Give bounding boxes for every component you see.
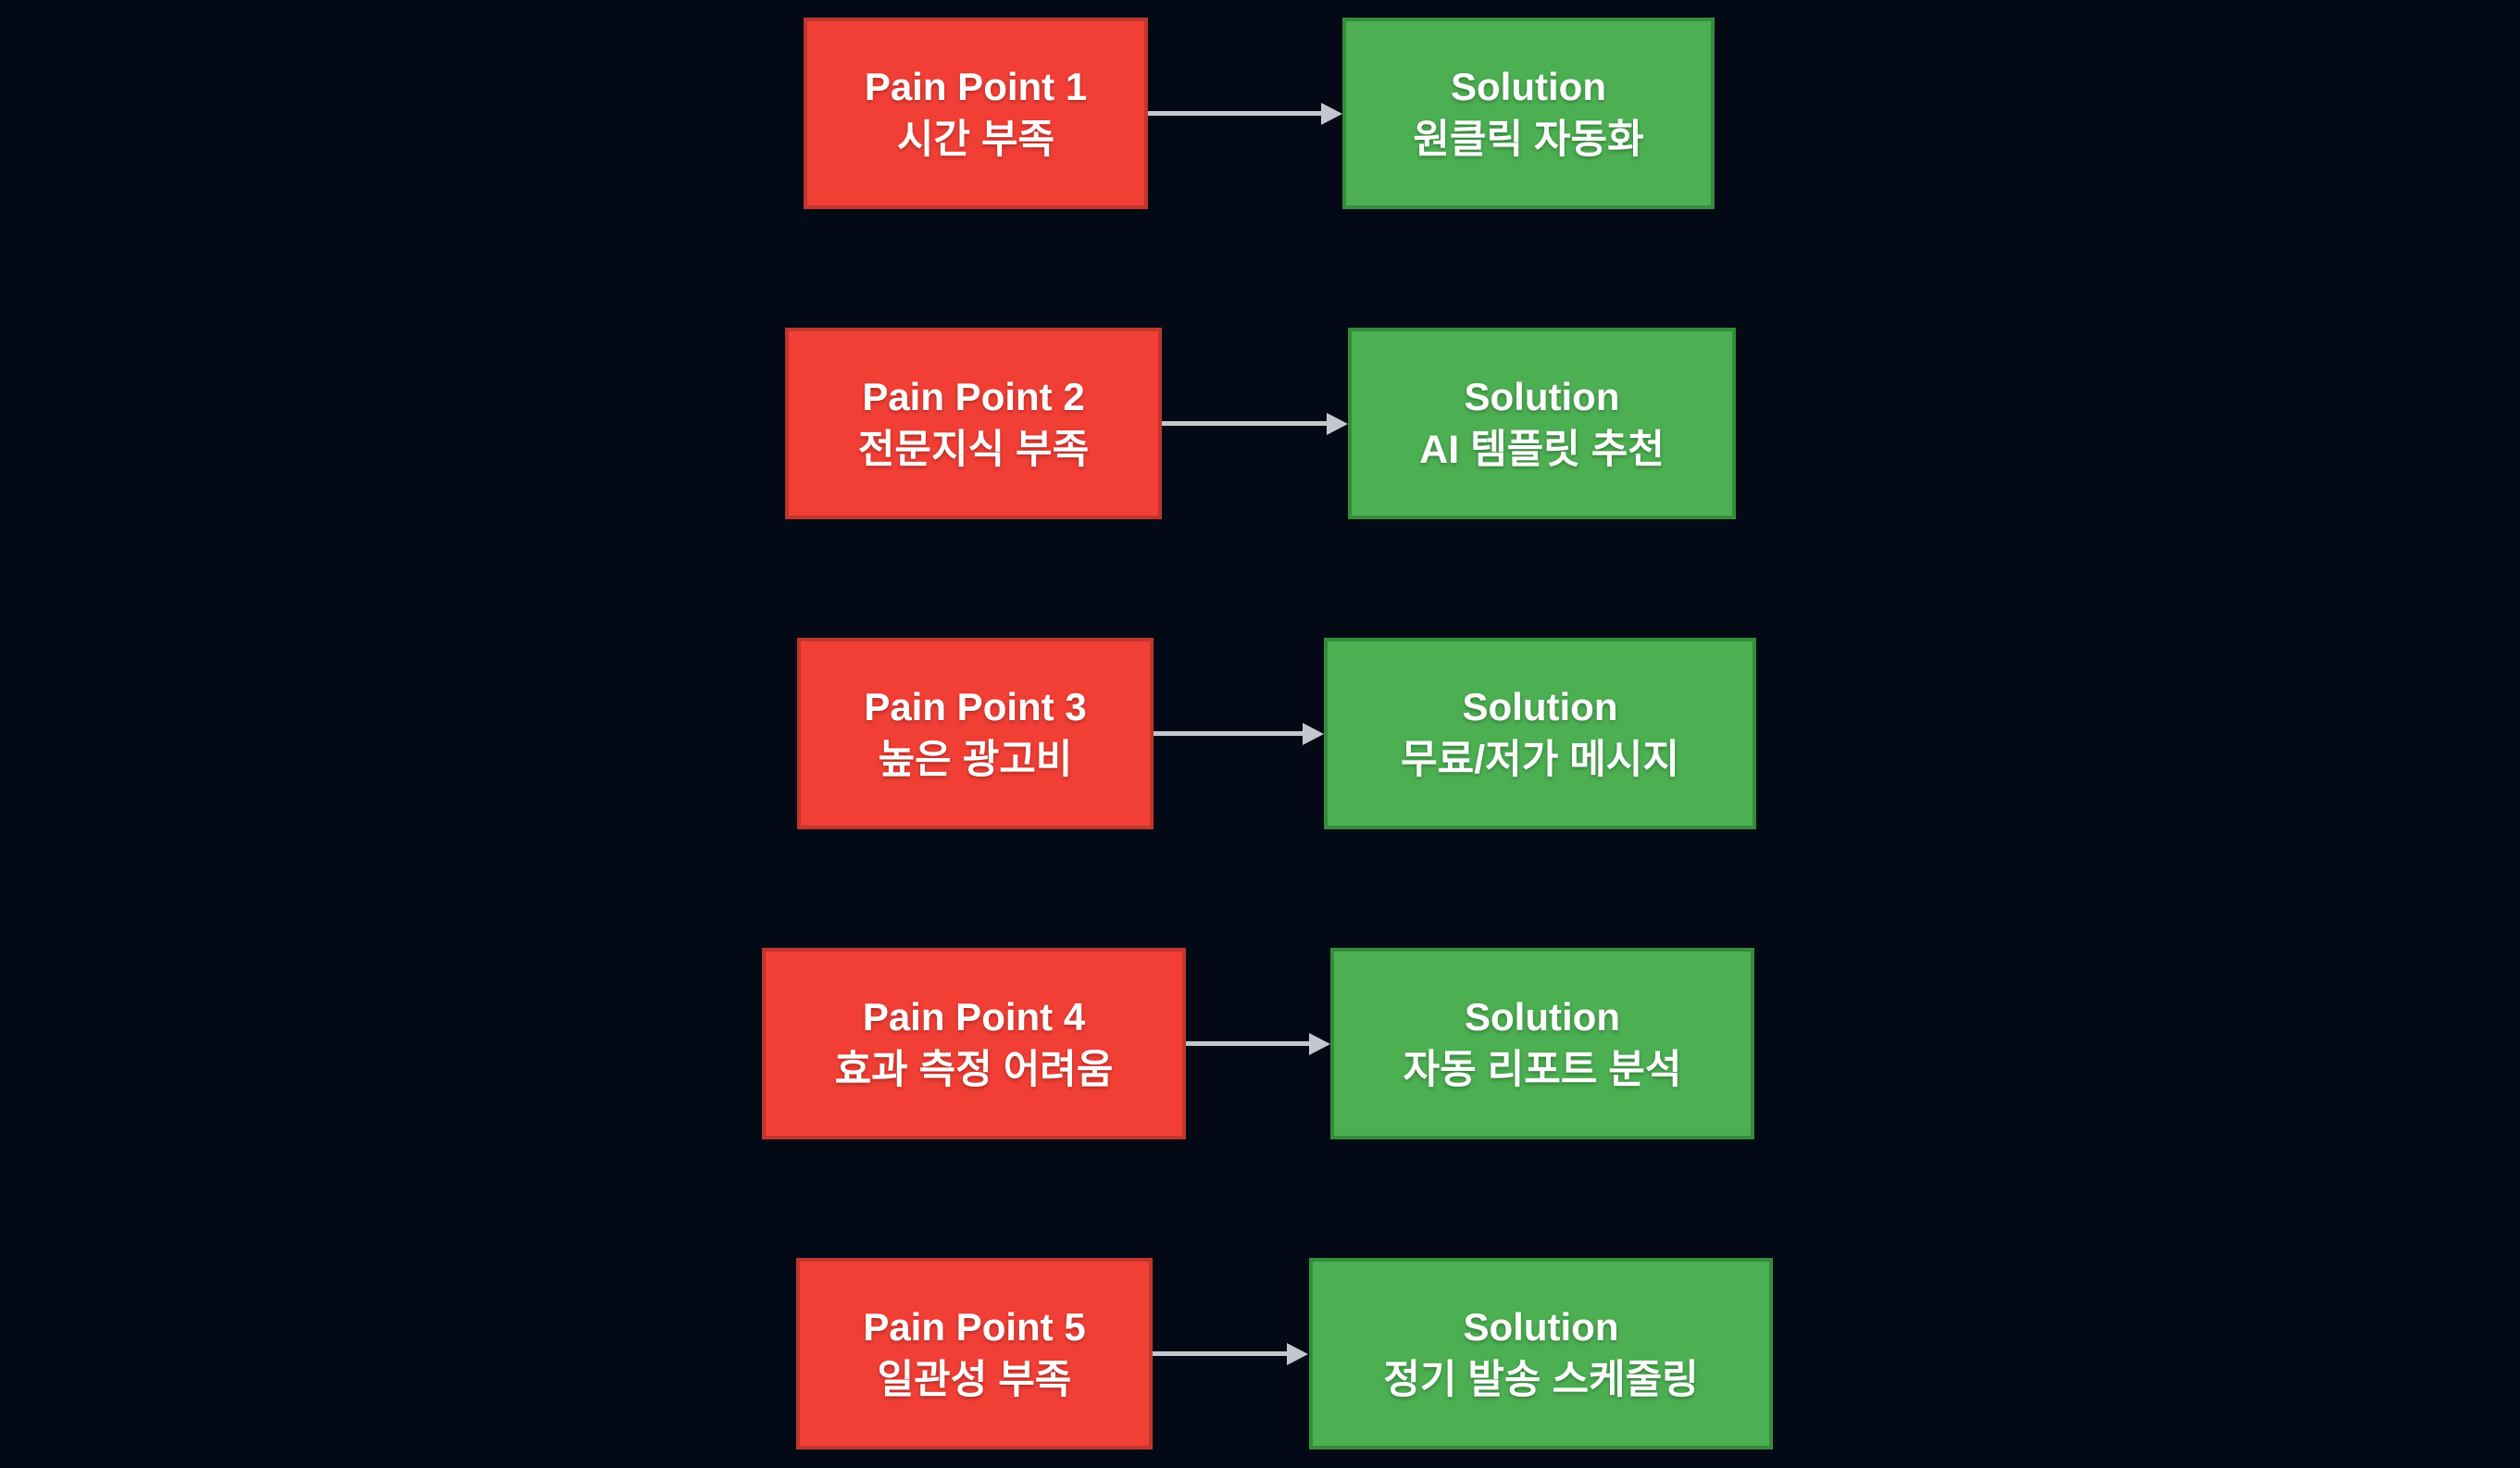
- solution-box-4: Solution 자동 리포트 분석: [1330, 948, 1754, 1139]
- pain-point-box-2: Pain Point 2 전문지식 부족: [785, 328, 1162, 519]
- pain-point-subtitle: 일관성 부족: [877, 1357, 1072, 1402]
- pain-point-title: Pain Point 4: [862, 994, 1086, 1039]
- pain-point-subtitle: 전문지식 부족: [857, 427, 1090, 472]
- flow-arrow-line: [1153, 1351, 1288, 1356]
- solution-subtitle: 원클릭 자동화: [1413, 117, 1644, 162]
- solution-title: Solution: [1462, 684, 1618, 728]
- pain-point-title: Pain Point 3: [864, 684, 1087, 728]
- solution-subtitle: 자동 리포트 분석: [1403, 1047, 1682, 1092]
- solution-box-2: Solution AI 템플릿 추천: [1348, 328, 1736, 519]
- pain-point-box-3: Pain Point 3 높은 광고비: [797, 638, 1154, 829]
- flow-arrow-line: [1148, 111, 1322, 116]
- solution-title: Solution: [1463, 1304, 1619, 1349]
- solution-title: Solution: [1465, 994, 1620, 1039]
- solution-subtitle: 정기 발송 스케줄링: [1383, 1357, 1699, 1402]
- solution-title: Solution: [1464, 374, 1620, 418]
- pain-point-title: Pain Point 1: [864, 64, 1088, 108]
- pain-point-subtitle: 효과 측정 어려움: [834, 1047, 1114, 1092]
- pain-point-box-1: Pain Point 1 시간 부족: [804, 18, 1148, 209]
- solution-box-1: Solution 원클릭 자동화: [1342, 18, 1715, 209]
- pain-point-subtitle: 높은 광고비: [878, 737, 1073, 782]
- pain-point-subtitle: 시간 부족: [896, 117, 1055, 162]
- flow-arrow-head-icon: [1327, 413, 1348, 435]
- solution-subtitle: 무료/저가 메시지: [1401, 737, 1679, 782]
- flow-arrow-line: [1154, 731, 1304, 736]
- solution-title: Solution: [1451, 64, 1606, 108]
- flow-arrow-head-icon: [1321, 103, 1342, 125]
- flow-arrow-head-icon: [1287, 1343, 1308, 1365]
- solution-subtitle: AI 템플릿 추천: [1419, 427, 1665, 472]
- pain-point-box-5: Pain Point 5 일관성 부족: [796, 1258, 1153, 1449]
- pain-point-title: Pain Point 2: [862, 374, 1085, 418]
- flow-arrow-head-icon: [1309, 1033, 1330, 1055]
- pain-point-title: Pain Point 5: [863, 1304, 1086, 1349]
- flow-arrow-line: [1186, 1041, 1310, 1046]
- solution-box-5: Solution 정기 발송 스케줄링: [1309, 1258, 1773, 1449]
- solution-box-3: Solution 무료/저가 메시지: [1324, 638, 1756, 829]
- flow-arrow-head-icon: [1303, 723, 1324, 745]
- flow-arrow-line: [1162, 421, 1328, 426]
- pain-point-box-4: Pain Point 4 효과 측정 어려움: [762, 948, 1186, 1139]
